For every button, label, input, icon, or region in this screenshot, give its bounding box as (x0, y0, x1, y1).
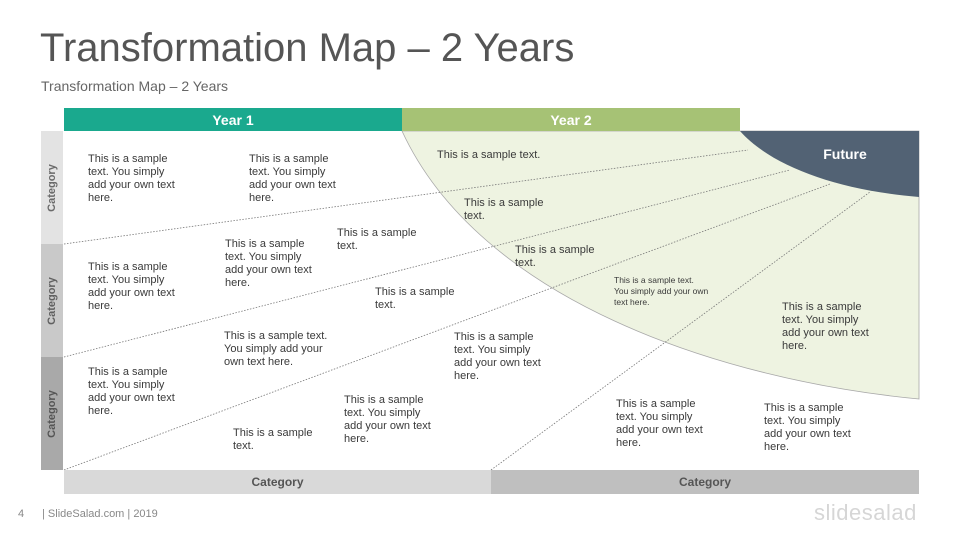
page-number: 4 (18, 508, 25, 520)
ray-2 (63, 169, 791, 358)
future-cap (740, 131, 919, 197)
text-block: This is a sample text. You simply add yo… (454, 331, 541, 382)
side-category-label: Category (46, 276, 58, 325)
year-1-header: Year 1 (64, 108, 402, 131)
text-block: This is a sample text. You simply add yo… (88, 153, 175, 204)
side-category-label: Category (46, 389, 58, 438)
text-block: This is a sample text. You simply add yo… (249, 153, 336, 204)
text-block: This is a sample text. You simply add yo… (88, 366, 175, 417)
text-block: This is a sample text. You simply add yo… (782, 301, 869, 352)
page-subtitle: Transformation Map – 2 Years (41, 78, 229, 94)
future-label: Future (823, 146, 867, 162)
footer-text: | SlideSalad.com | 2019 (42, 508, 158, 520)
text-block: This is a sample text. (515, 244, 595, 269)
ray-3 (63, 183, 831, 471)
text-block: This is a sample text. (233, 427, 313, 452)
bottom-category-1: Category (64, 470, 491, 494)
text-block: This is a sample text. You simply add yo… (614, 275, 709, 307)
bottom-category-2: Category (491, 470, 919, 494)
text-block: This is a sample text. You simply add yo… (224, 330, 328, 368)
side-category-2: Category (41, 244, 63, 357)
year2-arc-region (401, 130, 920, 400)
text-block: This is a sample text. (464, 197, 544, 222)
page-title: Transformation Map – 2 Years (40, 26, 575, 70)
side-category-3: Category (41, 357, 63, 470)
text-block: This is a sample text. (437, 149, 541, 161)
text-block: This is a sample text. You simply add yo… (88, 261, 175, 312)
ray-1 (63, 149, 749, 245)
year-2-header: Year 2 (402, 108, 740, 131)
text-block: This is a sample text. You simply add yo… (616, 398, 703, 449)
side-category-1: Category (41, 131, 63, 244)
side-category-label: Category (46, 163, 58, 212)
text-block: This is a sample text. You simply add yo… (764, 402, 851, 453)
text-block: This is a sample text. You simply add yo… (225, 238, 312, 289)
text-block: This is a sample text. (337, 227, 417, 252)
brand-logo: slidesalad (814, 500, 917, 525)
text-block: This is a sample text. (375, 286, 455, 311)
text-block: This is a sample text. You simply add yo… (344, 394, 431, 445)
ray-4 (490, 191, 871, 471)
